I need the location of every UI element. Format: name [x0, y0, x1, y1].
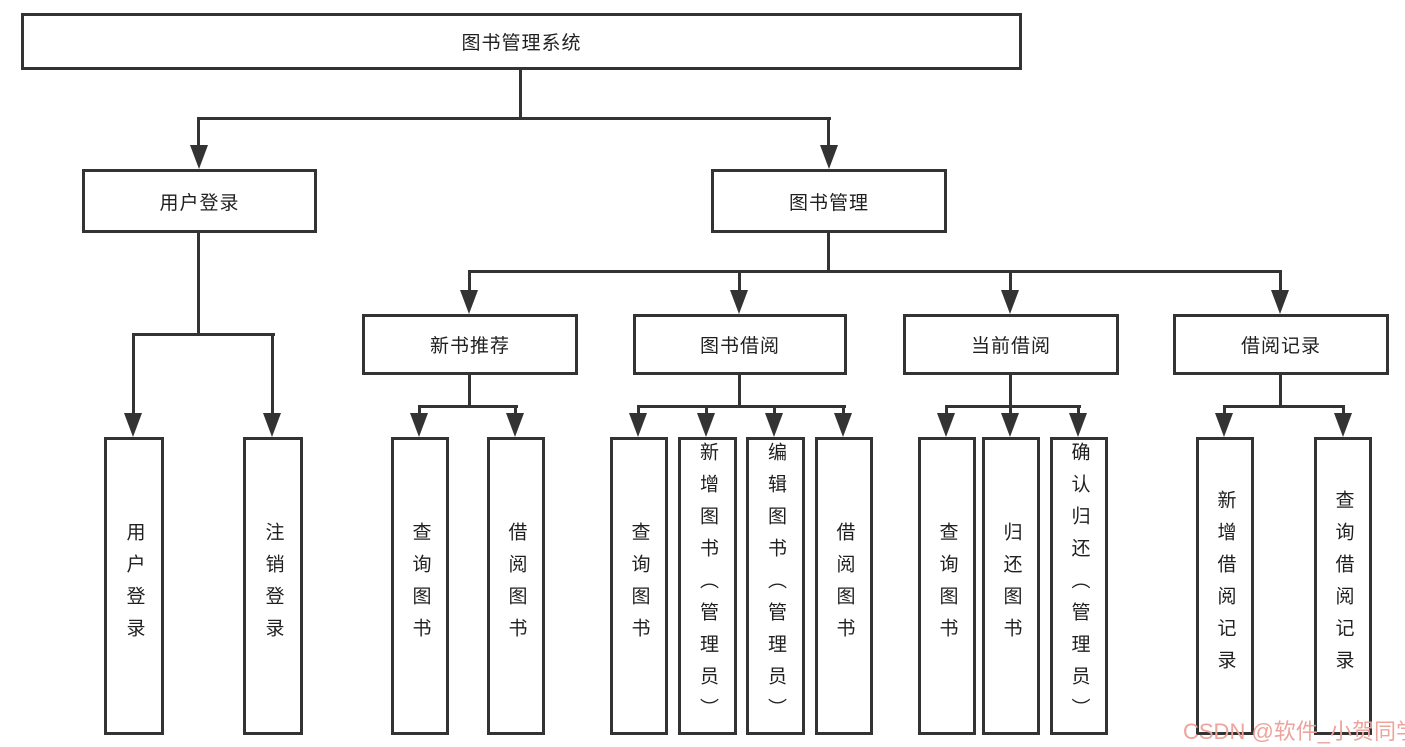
arrowhead-br-add	[1215, 413, 1233, 437]
node-root-label: 图书管理系统	[461, 33, 582, 54]
connector-drop-nb-query	[418, 405, 421, 417]
arrowhead-leaf-user-login	[124, 413, 142, 437]
connector-currentborrow-bus	[945, 405, 1081, 408]
node-current-borrow: 当前借阅	[903, 314, 1119, 375]
connector-user-login-bus	[132, 333, 275, 336]
arrowhead-cb-query	[937, 413, 955, 437]
connector-bookborrow-stem	[738, 374, 741, 408]
connector-currentborrow-stem	[1009, 374, 1012, 408]
node-book-borrow-label: 图书借阅	[699, 336, 780, 357]
node-root: 图书管理系统	[21, 13, 1022, 70]
connector-drop-cb-return	[1009, 405, 1012, 417]
connector-drop-cb-confirm	[1077, 405, 1080, 417]
leaf-record-query-label: 查询借阅记录	[1332, 490, 1354, 682]
leaf-borrow-query: 查询图书	[610, 437, 668, 735]
connector-drop-cb-query	[945, 405, 948, 417]
leaf-borrow-book-label: 借阅图书	[833, 522, 855, 650]
connector-drop-book-mgmt	[827, 117, 830, 148]
node-user-login: 用户登录	[82, 169, 317, 233]
leaf-current-confirm-admin-label: 确认归还（管理员）	[1068, 442, 1090, 730]
node-book-management-label: 图书管理	[788, 192, 869, 214]
connector-root-stem	[519, 69, 522, 119]
arrowhead-new-book	[460, 290, 478, 314]
node-current-borrow-label: 当前借阅	[970, 336, 1051, 357]
leaf-borrow-add-admin-label: 新增图书（管理员）	[697, 442, 718, 730]
connector-drop-bb-add	[705, 405, 708, 417]
connector-drop-leaf-logout	[271, 333, 274, 415]
connector-newbook-bus	[418, 405, 518, 408]
leaf-record-add: 新增借阅记录	[1196, 437, 1254, 735]
connector-book-mgmt-stem	[827, 232, 830, 273]
arrowhead-current-borrow	[1001, 290, 1019, 314]
leaf-logout: 注销登录	[243, 437, 303, 735]
leaf-record-query: 查询借阅记录	[1314, 437, 1372, 735]
leaf-newbook-borrow-label: 借阅图书	[505, 522, 527, 650]
leaf-logout-label: 注销登录	[262, 522, 284, 650]
node-new-book-recommend-label: 新书推荐	[429, 336, 510, 357]
connector-bookborrow-bus	[637, 405, 846, 408]
arrowhead-leaf-logout	[263, 413, 281, 437]
arrowhead-nb-borrow	[506, 413, 524, 437]
leaf-borrow-book: 借阅图书	[815, 437, 873, 735]
leaf-current-query-label: 查询图书	[936, 522, 958, 650]
arrowhead-bb-edit	[765, 413, 783, 437]
connector-level3-bus	[468, 270, 1282, 273]
leaf-current-return: 归还图书	[982, 437, 1040, 735]
connector-drop-user-login	[197, 117, 200, 148]
arrowhead-bb-query	[629, 413, 647, 437]
leaf-user-login: 用户登录	[104, 437, 164, 735]
leaf-current-query: 查询图书	[918, 437, 976, 735]
leaf-current-confirm-admin: 确认归还（管理员）	[1050, 437, 1108, 735]
leaf-borrow-add-admin: 新增图书（管理员）	[678, 437, 737, 735]
node-borrow-records: 借阅记录	[1173, 314, 1389, 375]
leaf-borrow-edit-admin-label: 编辑图书（管理员）	[765, 442, 786, 730]
node-book-management: 图书管理	[711, 169, 947, 233]
connector-drop-br-add	[1223, 405, 1226, 417]
arrowhead-bb-borrow	[834, 413, 852, 437]
connector-drop-current-borrow	[1009, 270, 1012, 293]
connector-drop-leaf-user-login	[132, 333, 135, 415]
leaf-newbook-query-label: 查询图书	[409, 522, 431, 650]
arrowhead-borrow-records	[1271, 290, 1289, 314]
connector-drop-new-book	[468, 270, 471, 293]
connector-user-login-stem	[197, 232, 200, 336]
connector-drop-book-borrow	[738, 270, 741, 293]
leaf-current-return-label: 归还图书	[1000, 522, 1022, 650]
arrowhead-nb-query	[410, 413, 428, 437]
arrowhead-cb-return	[1001, 413, 1019, 437]
connector-drop-borrow-records	[1279, 270, 1282, 293]
leaf-newbook-borrow: 借阅图书	[487, 437, 545, 735]
node-user-login-label: 用户登录	[159, 192, 240, 214]
leaf-user-login-label: 用户登录	[123, 522, 145, 650]
leaf-newbook-query: 查询图书	[391, 437, 449, 735]
connector-newbook-stem	[468, 374, 471, 408]
arrowhead-book-mgmt	[820, 145, 838, 169]
connector-drop-bb-edit	[773, 405, 776, 417]
connector-drop-bb-borrow	[842, 405, 845, 417]
arrowhead-book-borrow	[730, 290, 748, 314]
connector-level1-bus	[197, 117, 831, 120]
node-book-borrow: 图书借阅	[633, 314, 847, 375]
node-new-book-recommend: 新书推荐	[362, 314, 578, 375]
connector-drop-nb-borrow	[514, 405, 517, 417]
connector-drop-br-query	[1342, 405, 1345, 417]
csdn-watermark: CSDN @软件_小贺同学	[1183, 719, 1405, 744]
leaf-borrow-edit-admin: 编辑图书（管理员）	[746, 437, 805, 735]
connector-drop-bb-query	[637, 405, 640, 417]
node-borrow-records-label: 借阅记录	[1240, 336, 1321, 357]
leaf-borrow-query-label: 查询图书	[628, 522, 650, 650]
arrowhead-bb-add	[697, 413, 715, 437]
connector-records-stem	[1279, 374, 1282, 408]
leaf-record-add-label: 新增借阅记录	[1214, 490, 1236, 682]
connector-records-bus	[1223, 405, 1345, 408]
arrowhead-cb-confirm	[1069, 413, 1087, 437]
arrowhead-br-query	[1334, 413, 1352, 437]
arrowhead-user-login	[190, 145, 208, 169]
